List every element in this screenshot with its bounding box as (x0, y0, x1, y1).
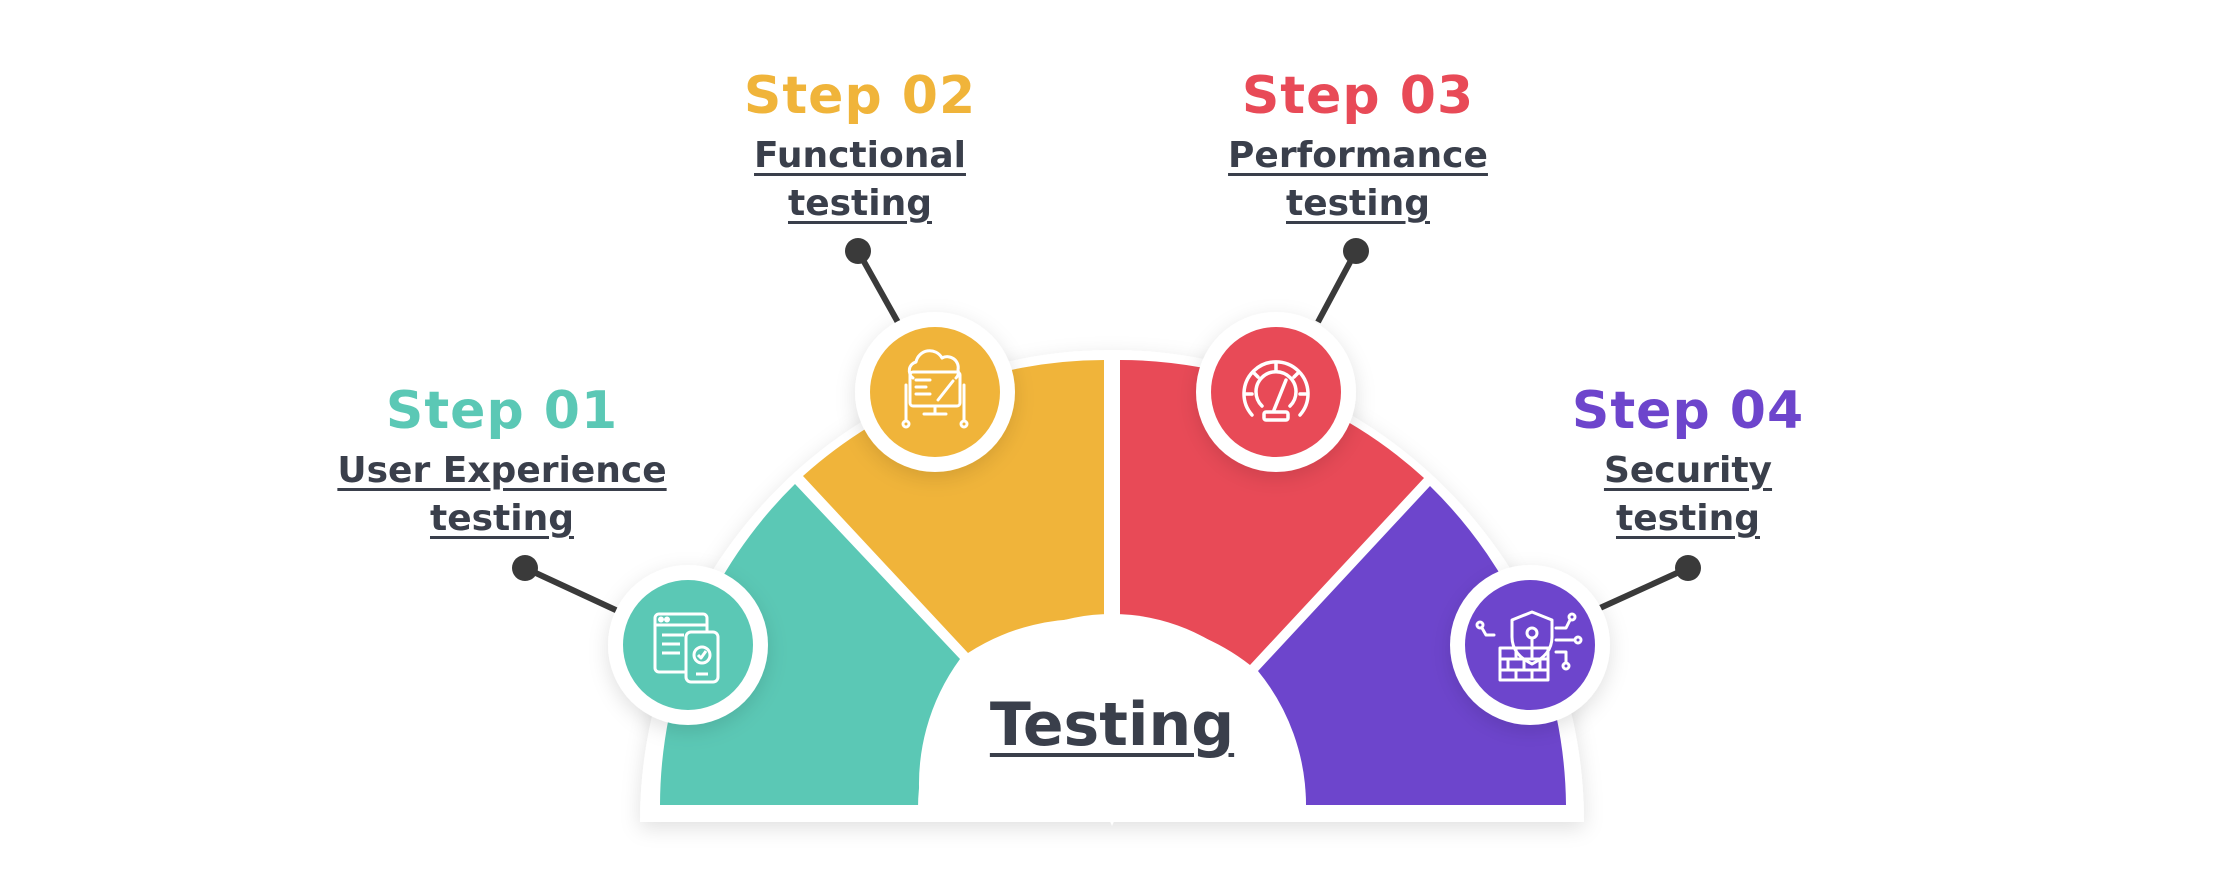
step-04-number: Step 04 (1571, 381, 1805, 441)
step-03-title-line2: testing (1286, 183, 1430, 224)
connector-step-03 (1315, 249, 1359, 324)
connector-dot-step-02 (845, 238, 871, 264)
connectors (512, 238, 1701, 615)
connector-step-01 (523, 565, 622, 615)
step-02-title-line1: Functional (754, 135, 966, 176)
shield-firewall-icon (1475, 610, 1583, 682)
badge-step-03 (1196, 312, 1356, 472)
connector-step-04 (1598, 565, 1690, 611)
step-04-label: Step 04 Security testing (1572, 385, 1804, 543)
segment-step-03 (1120, 360, 1424, 665)
speedometer-icon (1242, 360, 1310, 422)
step-01-label: Step 01 User Experience testing (337, 385, 666, 543)
step-03-title-line1: Performance (1228, 135, 1488, 176)
step-03-number: Step 03 (1241, 66, 1475, 126)
step-03-label: Step 03 Performance testing (1228, 70, 1488, 228)
ui-browser-mobile-icon (653, 612, 720, 684)
badge-step-04 (1450, 565, 1610, 725)
badge-step-01 (608, 565, 768, 725)
cloud-monitor-icon (901, 349, 969, 429)
connector-dot-step-01 (512, 555, 538, 581)
connector-step-02 (855, 249, 903, 328)
gauge-hub (918, 614, 1306, 808)
step-04-title-line1: Security (1603, 450, 1773, 491)
step-02-number: Step 02 (743, 66, 977, 126)
connector-dot-step-03 (1343, 238, 1369, 264)
segment-step-01 (660, 484, 960, 805)
segment-step-04 (1258, 486, 1566, 805)
badge-step-02 (855, 312, 1015, 472)
step-01-title-line2: testing (429, 498, 574, 539)
step-02-title-line2: testing (787, 183, 932, 224)
step-04-title-line2: testing (1615, 498, 1760, 539)
hub-notch (1104, 808, 1120, 826)
connector-dot-step-04 (1675, 555, 1701, 581)
step-01-number: Step 01 (385, 381, 619, 441)
step-01-title-line1: User Experience (337, 450, 667, 491)
center-title: Testing (989, 690, 1235, 760)
step-02-label: Step 02 Functional testing (744, 70, 976, 228)
